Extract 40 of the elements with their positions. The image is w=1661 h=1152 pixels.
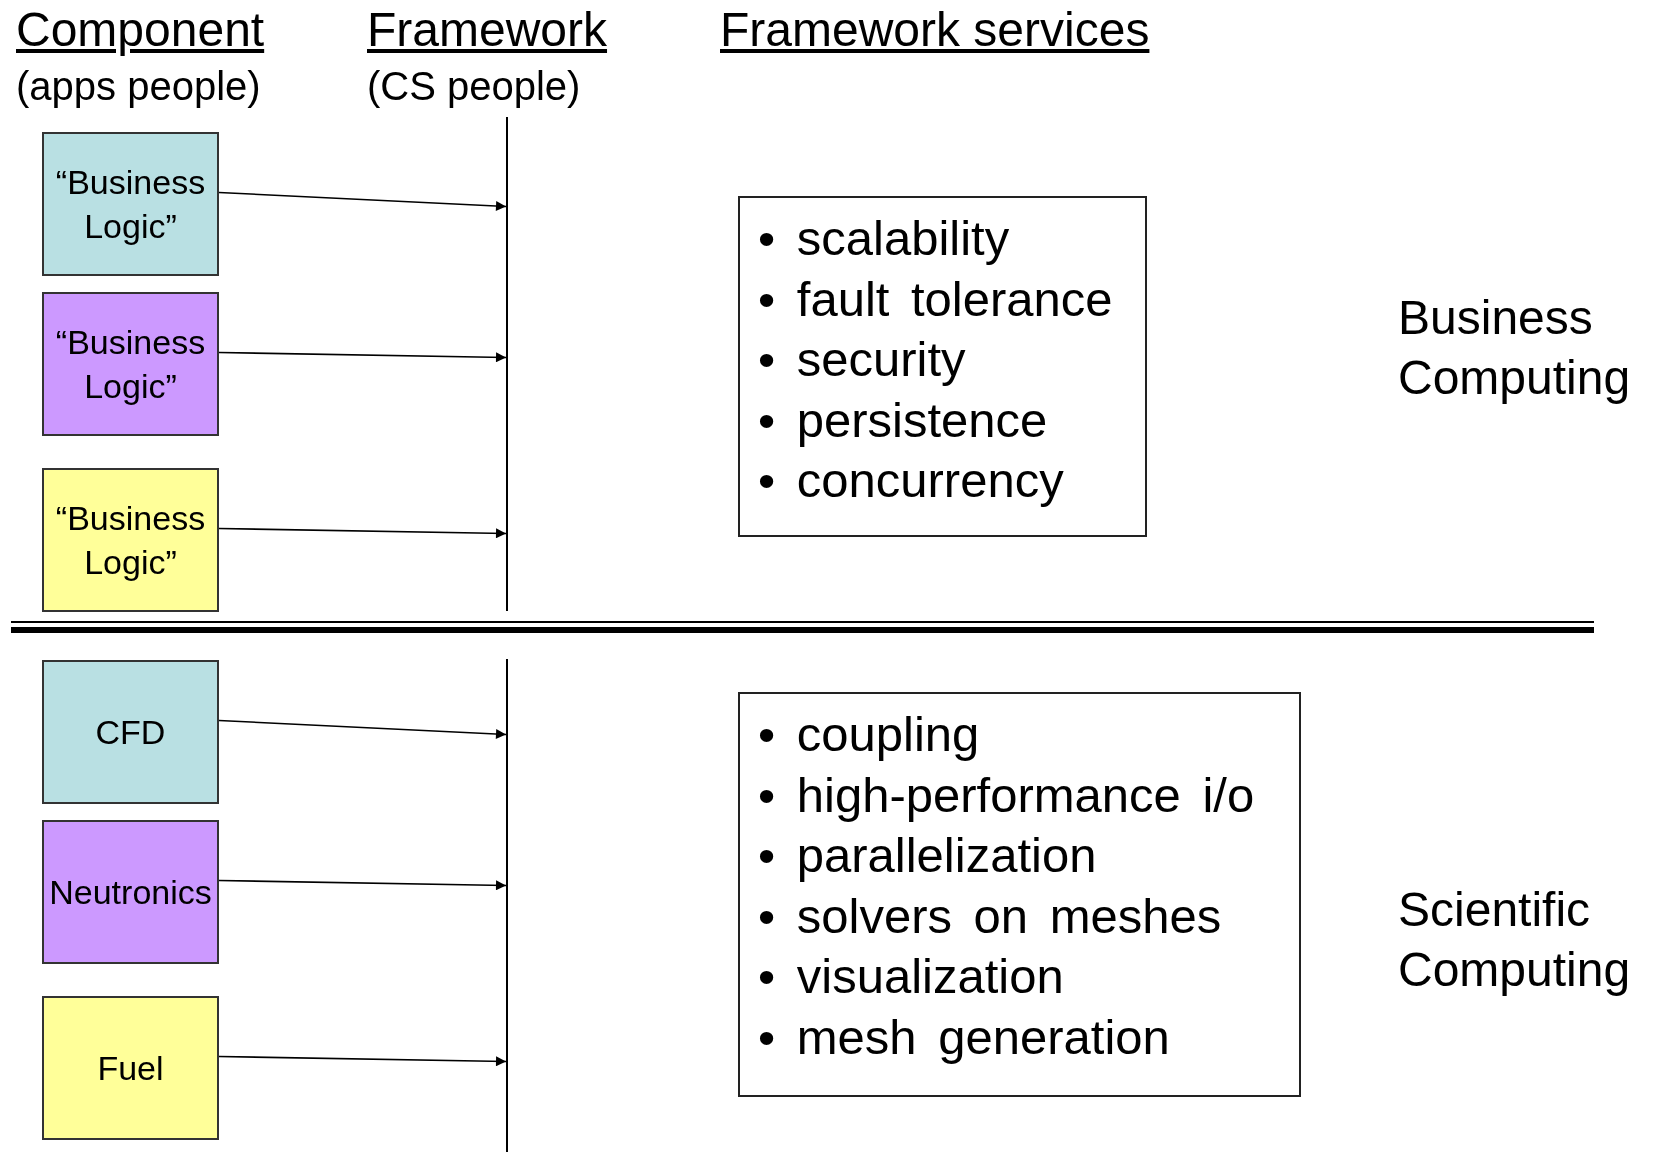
box-label: Neutronics — [49, 871, 212, 913]
arrow — [218, 191, 507, 211]
box-label: Fuel — [97, 1047, 164, 1089]
list-item: • fault tolerance — [758, 270, 1114, 328]
framework-line — [506, 117, 508, 611]
arrow — [218, 879, 507, 891]
services-box — [738, 692, 1301, 1097]
list-item: • scalability — [758, 210, 1011, 267]
list-item: • parallelization — [758, 827, 1098, 884]
component-box — [42, 660, 219, 804]
column-subheading: (CS people) — [367, 64, 581, 109]
list-item: • persistence — [758, 391, 1049, 449]
column-heading: Framework — [367, 2, 608, 57]
list-item: • mesh generation — [758, 1008, 1171, 1066]
section-label: Business Computing — [1398, 290, 1632, 406]
box-label: “Business Logic” — [54, 321, 207, 407]
component-box — [42, 820, 219, 964]
arrow — [218, 351, 507, 363]
box-label: “Business Logic” — [54, 161, 207, 247]
list-item: • concurrency — [758, 452, 1065, 509]
component-box — [42, 292, 219, 436]
column-heading: Framework services — [720, 2, 1150, 57]
list-item: • coupling — [758, 706, 981, 763]
services-box — [738, 196, 1147, 537]
column-heading: Component — [16, 2, 265, 57]
framework-line — [506, 659, 508, 1152]
section-label: Scientific Computing — [1398, 882, 1632, 998]
box-label: “Business Logic” — [54, 497, 207, 583]
list-item: • security — [758, 331, 967, 388]
arrow — [218, 527, 507, 539]
arrow — [218, 1055, 507, 1067]
list-item: • visualization — [758, 948, 1065, 1005]
list-item: • solvers on meshes — [758, 887, 1223, 945]
column-subheading: (apps people) — [16, 64, 261, 109]
component-box — [42, 132, 219, 276]
component-box — [42, 468, 219, 612]
arrow — [218, 719, 507, 739]
component-box — [42, 996, 219, 1140]
box-label: CFD — [95, 711, 166, 753]
list-item: • high-performance i/o — [758, 766, 1256, 824]
